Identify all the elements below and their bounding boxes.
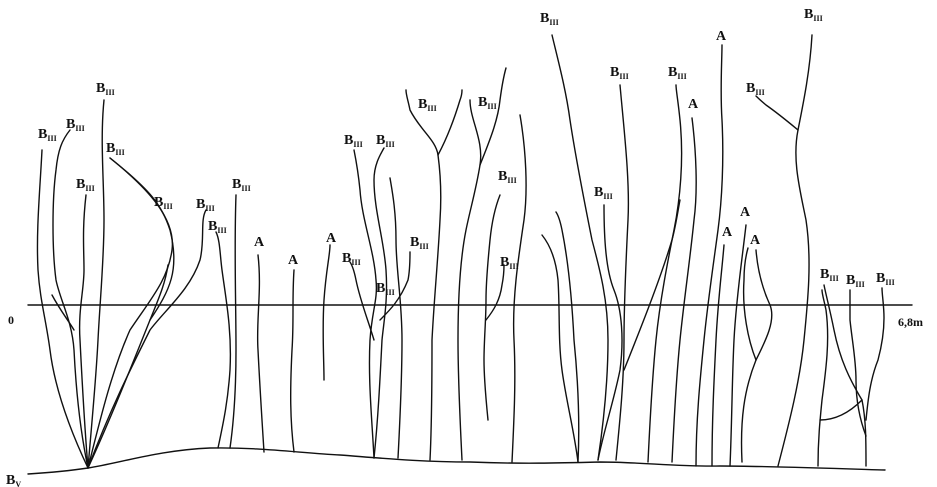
root-b-label: BIII <box>804 7 823 23</box>
root <box>323 245 330 380</box>
length-label: 6,8m <box>898 315 923 329</box>
root <box>458 100 481 460</box>
root-a-label: A <box>326 231 337 246</box>
root <box>672 118 696 462</box>
origin-label: 0 <box>8 313 14 327</box>
b-labels: BIII BIII BIII BIII BIII BIII BIII BIII BIII BIII… <box>38 7 895 297</box>
root <box>866 288 884 420</box>
root-b-label: BIII <box>540 11 559 27</box>
roots <box>37 35 884 468</box>
root-b-label: BIII <box>344 133 363 149</box>
root <box>820 400 862 420</box>
root <box>512 115 526 462</box>
base-label: BV <box>6 473 21 487</box>
root <box>438 90 462 155</box>
root <box>624 200 680 370</box>
root-b-label: BIII <box>76 177 95 193</box>
root-b-label: BIII <box>594 185 613 201</box>
root <box>374 148 387 458</box>
root <box>648 85 682 462</box>
root-b-label: BIII <box>376 133 395 149</box>
root-a-label: A <box>288 253 299 268</box>
root-b-label: BIII <box>498 169 517 185</box>
root <box>616 85 628 460</box>
root-b-label: BIII <box>154 195 173 211</box>
root <box>696 45 723 466</box>
root <box>778 35 812 466</box>
root <box>552 35 608 460</box>
root-b-label: BIII <box>418 97 437 113</box>
root <box>52 295 74 330</box>
root-b-label: BIII <box>746 81 765 97</box>
root <box>230 195 236 448</box>
ground-line <box>28 448 885 474</box>
root <box>480 68 506 165</box>
root-b-label: BIII <box>208 219 227 235</box>
root <box>818 290 828 466</box>
root <box>486 265 504 320</box>
root-b-label: BIII <box>106 141 125 157</box>
root <box>742 250 772 462</box>
root <box>484 195 500 420</box>
root-b-label: BIII <box>410 235 429 251</box>
root <box>258 255 264 452</box>
root-b-label: BIII <box>668 65 687 81</box>
root-a-label: A <box>716 29 727 44</box>
root-b-label: BIII <box>846 273 865 289</box>
root <box>390 178 402 458</box>
root-b-label: BIII <box>196 197 215 213</box>
root-b-label: BIII <box>376 281 395 297</box>
root-b-label: BIII <box>96 81 115 97</box>
root <box>354 150 376 458</box>
root <box>291 270 294 452</box>
root-b-label: BIII <box>342 251 361 267</box>
root <box>712 245 724 466</box>
root-a-label: A <box>740 205 751 220</box>
root <box>756 96 798 130</box>
root-b-label: BIII <box>38 127 57 143</box>
root <box>216 232 230 448</box>
root <box>744 248 756 360</box>
root-b-label: BIII <box>232 177 251 193</box>
root <box>824 285 866 466</box>
root <box>406 90 441 460</box>
root-a-label: A <box>254 235 265 250</box>
root-b-label: BIII <box>820 267 839 283</box>
root-b-label: BIII <box>478 95 497 111</box>
root-b-label: BIII <box>610 65 629 81</box>
root <box>598 205 622 460</box>
root <box>350 262 374 340</box>
root-b-label: BIII <box>500 255 519 271</box>
root-b-label: BIII <box>66 117 85 133</box>
root <box>542 235 578 462</box>
root-b-label: BIII <box>876 271 895 287</box>
root-a-label: A <box>688 97 699 112</box>
root-a-label: A <box>750 233 761 248</box>
root-a-label: A <box>722 225 733 240</box>
root <box>730 225 746 466</box>
